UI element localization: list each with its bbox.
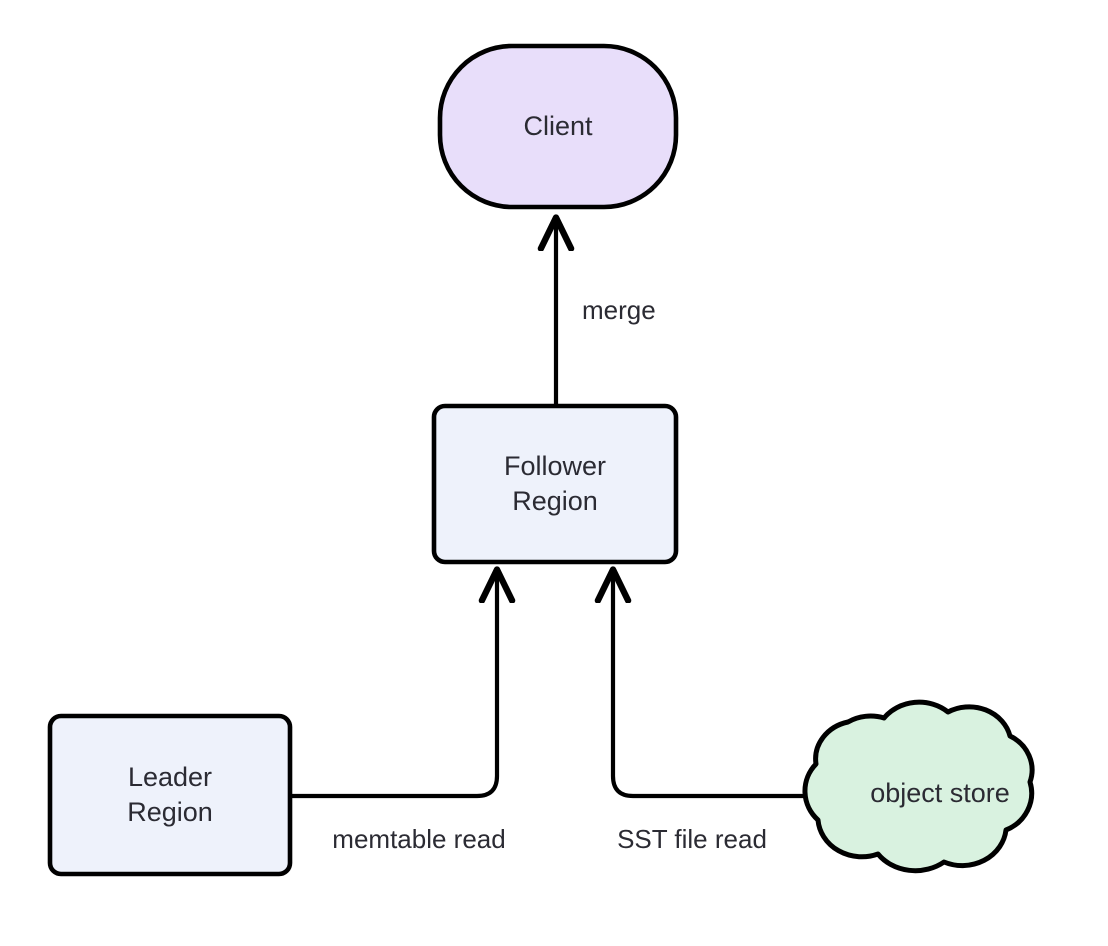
- edge-object-store-to-follower: [613, 572, 821, 799]
- edge-leader-to-follower: [287, 572, 497, 799]
- node-follower-region[interactable]: [431, 403, 679, 565]
- edge-label-memtable-read: memtable read: [328, 824, 510, 854]
- node-client[interactable]: [437, 43, 679, 210]
- edge-label-merge: merge: [578, 295, 660, 325]
- node-leader-region[interactable]: [47, 713, 293, 877]
- edge-label-sst-file-read: SST file read: [613, 824, 771, 854]
- node-object-store[interactable]: [802, 699, 1035, 874]
